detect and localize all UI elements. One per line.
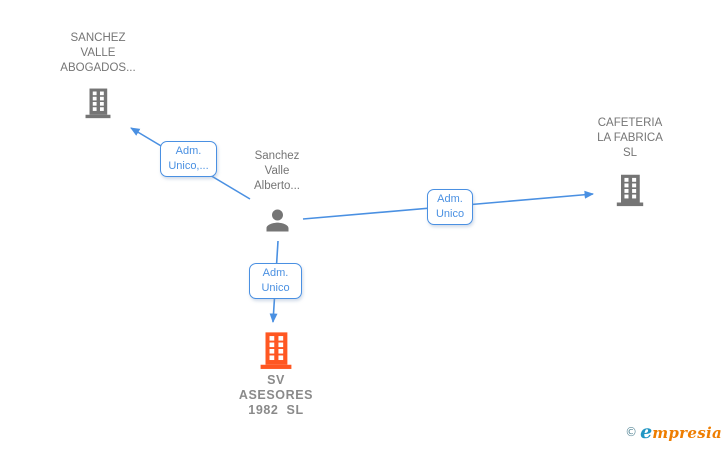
copyright-icon: © [625, 425, 638, 439]
brand-name: mpresia [652, 424, 722, 442]
company-building-icon-highlighted [255, 328, 297, 370]
person-icon [261, 204, 294, 237]
edge-label-adm-unico-cafeteria[interactable]: Adm. Unico [427, 189, 473, 225]
node-label-line: Alberto... [253, 180, 301, 192]
node-label-line: 1982 SL [248, 403, 304, 417]
node-label: Sanchez Valle Alberto... [217, 149, 337, 194]
node-label-line: ASESORES [238, 388, 314, 402]
node-label-line: ABOGADOS... [60, 62, 136, 74]
node-label-line: CAFETERIA [597, 117, 663, 129]
company-building-icon [81, 85, 115, 119]
node-sanchez-valle-alberto[interactable]: Sanchez Valle Alberto... [217, 149, 337, 237]
node-label-line: SL [622, 147, 638, 159]
node-label: SV ASESORES 1982 SL [216, 373, 336, 418]
node-sanchez-valle-abogados[interactable]: SANCHEZ VALLE ABOGADOS... [38, 31, 158, 119]
node-label: SANCHEZ VALLE ABOGADOS... [38, 31, 158, 76]
node-label-line: SANCHEZ [70, 32, 126, 44]
edge-label-adm-unico-abogados[interactable]: Adm. Unico,... [160, 141, 217, 177]
node-sv-asesores-1982[interactable]: SV ASESORES 1982 SL [216, 328, 336, 418]
node-cafeteria-la-fabrica[interactable]: CAFETERIA LA FABRICA SL [570, 116, 690, 207]
node-label-line: Sanchez [254, 150, 300, 162]
node-label-line: Valle [264, 165, 290, 177]
brand-initial: e [640, 421, 653, 443]
node-label-line: VALLE [80, 47, 116, 59]
node-label-line: SV [267, 373, 285, 387]
edge-label-adm-unico-sv[interactable]: Adm. Unico [249, 263, 302, 299]
node-label: CAFETERIA LA FABRICA SL [570, 116, 690, 161]
company-building-icon [612, 171, 648, 207]
node-label-line: LA FABRICA [597, 132, 663, 144]
empresia-watermark: ©empresia [625, 421, 722, 443]
